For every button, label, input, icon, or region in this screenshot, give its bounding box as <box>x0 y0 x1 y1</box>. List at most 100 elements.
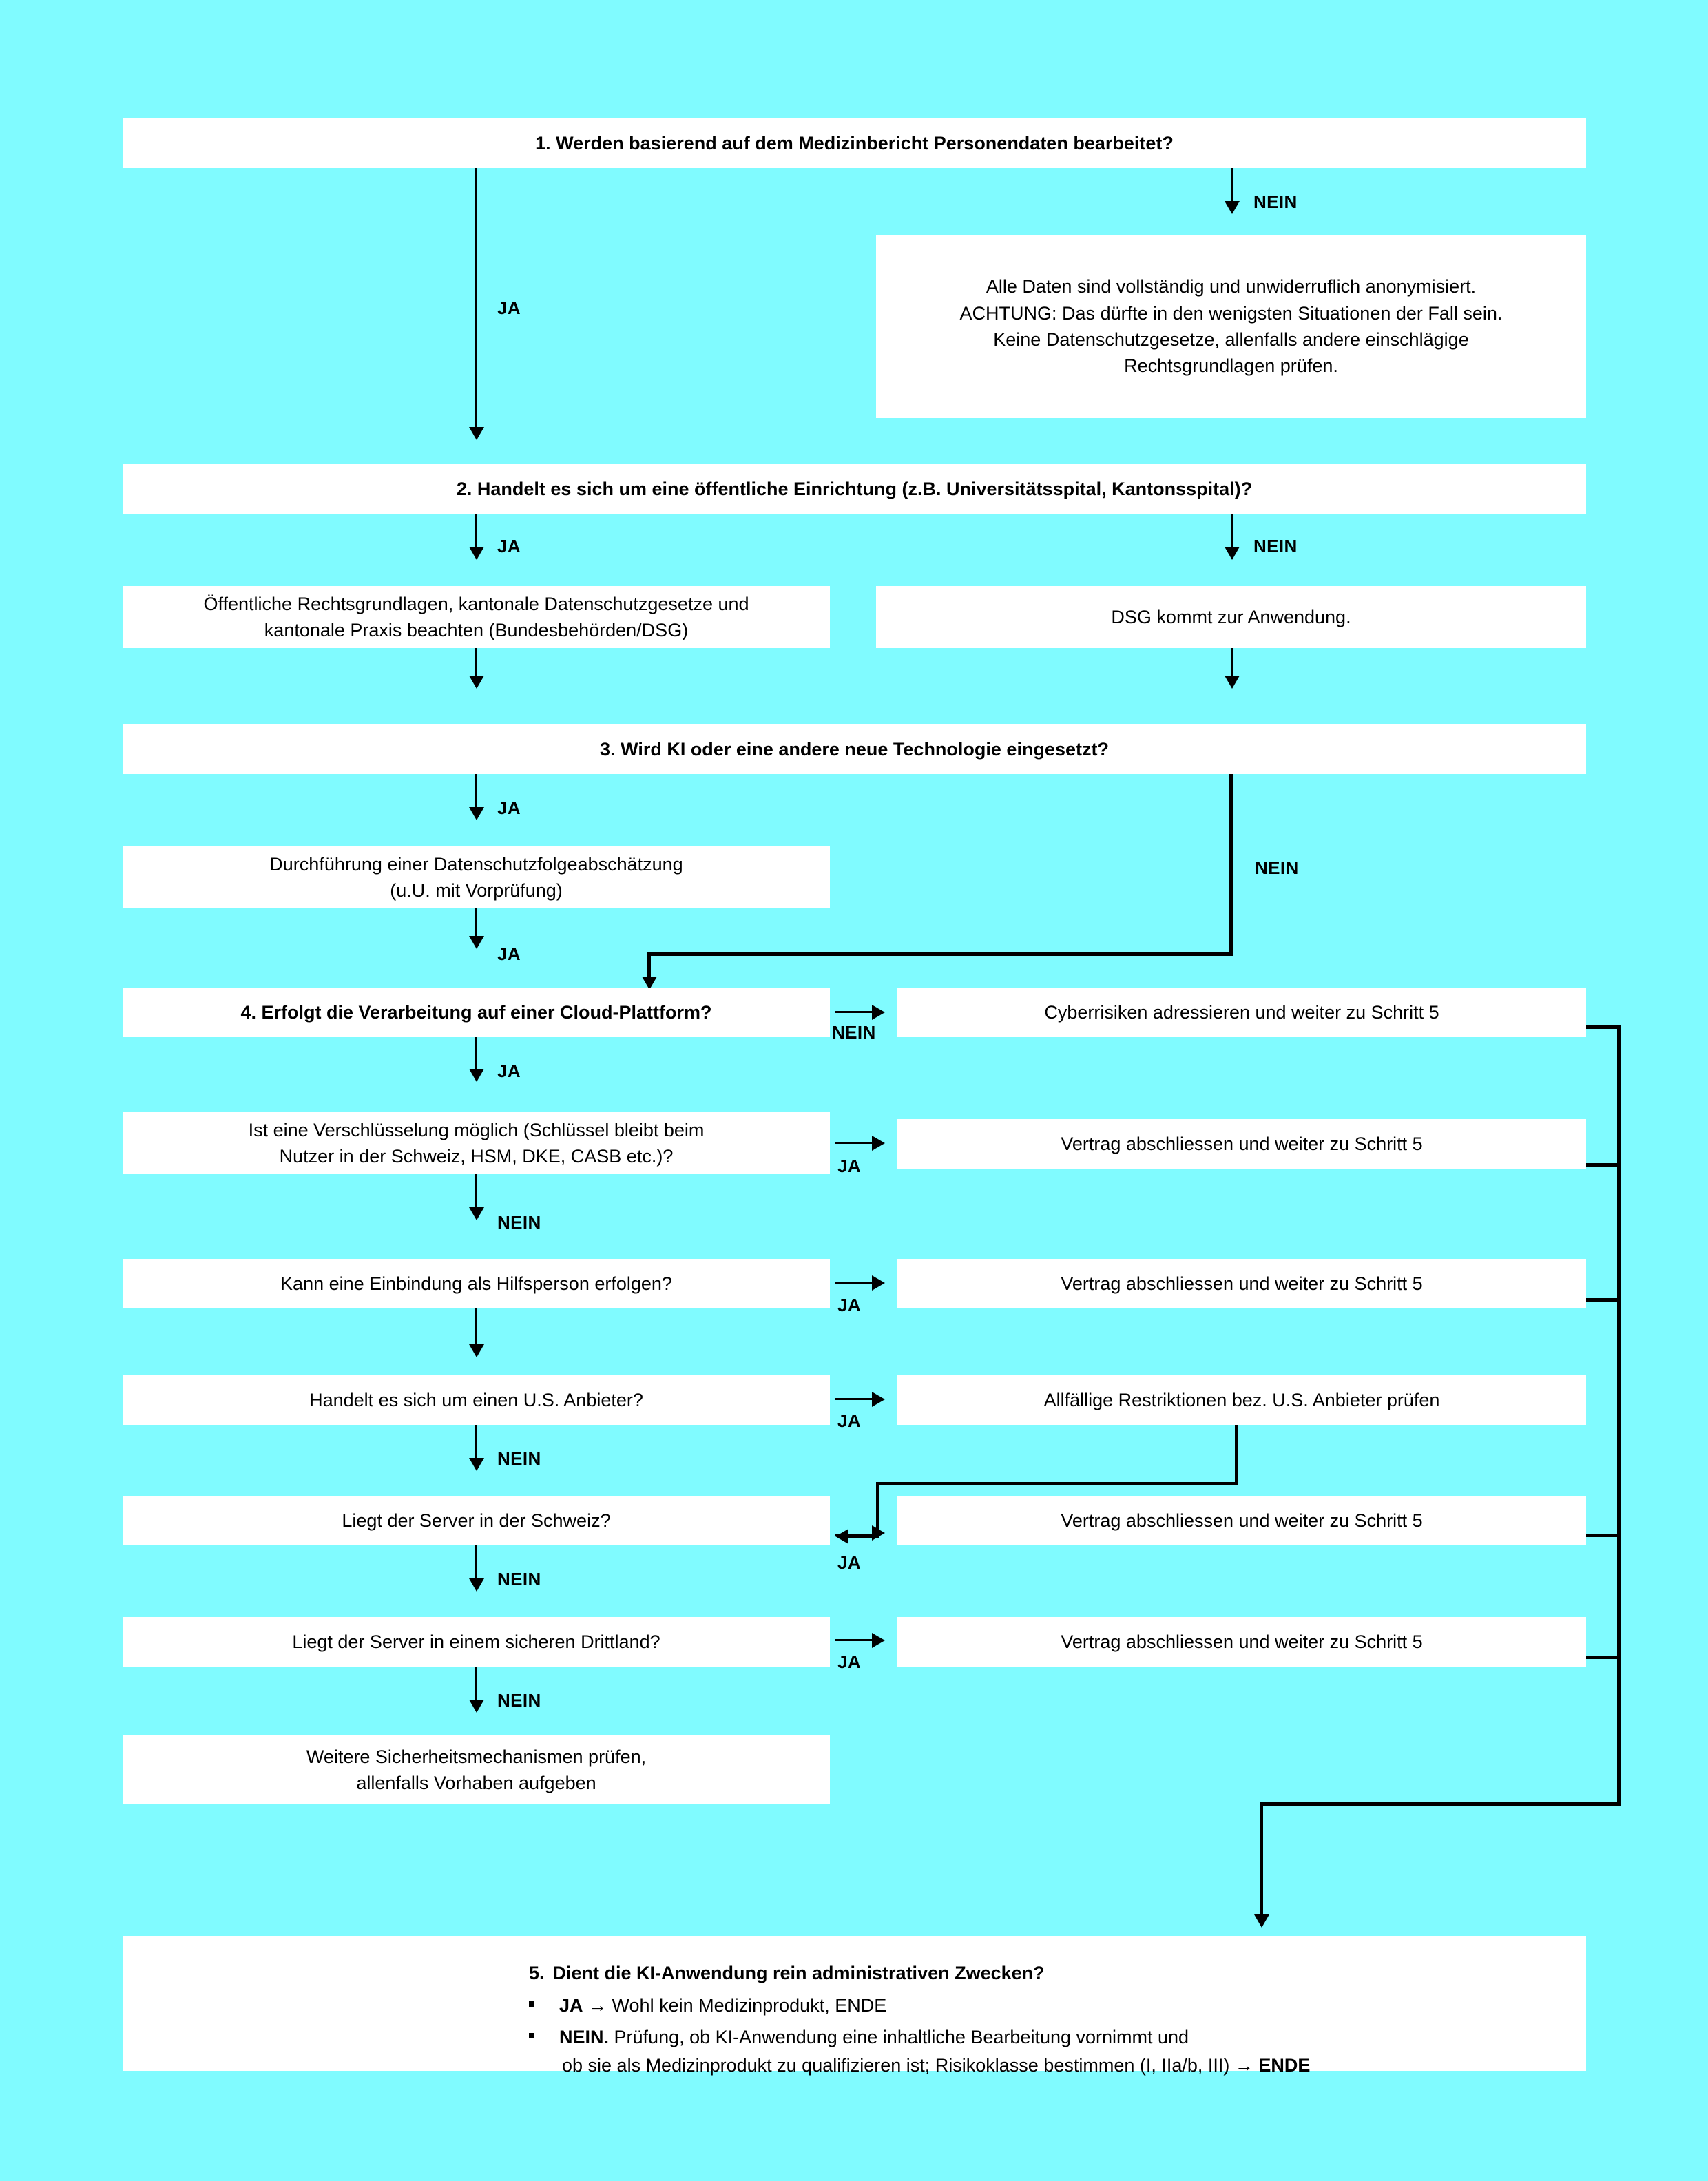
edge-ch-no-arrow <box>469 1578 484 1592</box>
node-question-hilfsperson: Kann eine Einbindung als Hilfsperson erf… <box>123 1259 830 1308</box>
edge-us-loop-down <box>1235 1425 1238 1483</box>
rail-to-step5-arrow <box>1254 1914 1269 1928</box>
rail-stub-dritt <box>1586 1656 1621 1659</box>
edge-q1-yes-arrow <box>469 427 484 440</box>
node-question-us-anbieter: Handelt es sich um einen U.S. Anbieter? <box>123 1375 830 1425</box>
edge-q1-yes-line <box>475 168 477 430</box>
edge-us-loop-arrow <box>835 1529 848 1544</box>
encryption-line-2: Nutzer in der Schweiz, HSM, DKE, CASB et… <box>279 1146 674 1167</box>
edge-label-dritt-no: NEIN <box>497 1690 541 1711</box>
edge-enc-no-line <box>475 1174 477 1210</box>
q1-no-result-line-3: Keine Datenschutzgesetze, allenfalls and… <box>993 329 1469 350</box>
weitere-line-1: Weitere Sicherheitsmechanismen prüfen, <box>306 1746 647 1767</box>
edge-q2yes-to-q3-line <box>475 648 477 678</box>
edge-dritt-no-arrow <box>469 1700 484 1713</box>
edge-label-q1-no: NEIN <box>1253 191 1298 212</box>
ch-yes-result-text: Vertrag abschliessen und weiter zu Schri… <box>1061 1510 1423 1531</box>
step5-title: Dient die KI-Anwendung rein administrati… <box>552 1963 1045 1983</box>
server-drittland-text: Liegt der Server in einem sicheren Dritt… <box>292 1631 660 1652</box>
edge-q2-no-line <box>1231 514 1233 550</box>
edge-us-no-arrow <box>469 1458 484 1471</box>
edge-dsfa-yes-arrow <box>469 936 484 949</box>
us-yes-result-text: Allfällige Restriktionen bez. U.S. Anbie… <box>1043 1389 1440 1410</box>
edge-label-q3-no: NEIN <box>1255 857 1299 878</box>
edge-label-q4-yes: JA <box>497 1061 521 1081</box>
edge-q3-no-vline <box>1229 774 1233 956</box>
weitere-line-2: allenfalls Vorhaben aufgeben <box>356 1773 596 1793</box>
node-question-2: 2. Handelt es sich um eine öffentliche E… <box>123 464 1586 514</box>
q2-yes-result-line-2: kantonale Praxis beachten (Bundesbehörde… <box>264 620 689 640</box>
edge-q3-no-arrow <box>642 977 657 990</box>
dritt-yes-result-text: Vertrag abschliessen und weiter zu Schri… <box>1061 1631 1423 1652</box>
rail-stub-q4no <box>1586 1025 1621 1029</box>
step5-nein-arrow-icon: → <box>1234 2054 1253 2076</box>
node-step-5: 5. Dient die KI-Anwendung rein administra… <box>123 1936 1586 2076</box>
edge-hilf-no-line <box>475 1308 477 1347</box>
node-question-server-schweiz: Liegt der Server in der Schweiz? <box>123 1496 830 1545</box>
node-enc-yes-result: Vertrag abschliessen und weiter zu Schri… <box>897 1119 1586 1169</box>
edge-us-loop-into <box>847 1535 879 1538</box>
edge-q2no-to-q3-line <box>1231 648 1233 678</box>
edge-q3-no-hline <box>647 952 1233 956</box>
step5-nein-text: Prüfung, ob KI-Anwendung eine inhaltlich… <box>614 2027 1189 2047</box>
q3-yes-result-line-1: Durchführung einer Datenschutzfolgeabsch… <box>269 853 683 875</box>
node-q3-yes-result: Durchführung einer Datenschutzfolgeabsch… <box>123 846 830 908</box>
q4-no-result-text: Cyberrisiken adressieren und weiter zu S… <box>1044 1001 1439 1023</box>
enc-yes-result-text: Vertrag abschliessen und weiter zu Schri… <box>1061 1133 1423 1154</box>
hilf-yes-result-text: Vertrag abschliessen und weiter zu Schri… <box>1061 1273 1423 1294</box>
edge-label-q3-yes: JA <box>497 797 521 818</box>
edge-hilf-yes-arrow <box>872 1275 885 1291</box>
rail-to-step5-horizontal <box>1260 1802 1621 1806</box>
node-weitere-sicherheitsmechanismen: Weitere Sicherheitsmechanismen prüfen, a… <box>123 1735 830 1804</box>
question-3-text: 3. Wird KI oder eine andere neue Technol… <box>600 738 1109 760</box>
step5-ja-text: Wohl kein Medizinprodukt, ENDE <box>612 1994 887 2016</box>
step5-title-row: 5. Dient die KI-Anwendung rein administra… <box>529 1959 1493 1987</box>
rail-vertical <box>1617 1025 1621 1806</box>
edge-q2-yes-arrow <box>469 547 484 560</box>
edge-q4-no-line <box>835 1011 876 1013</box>
edge-q1-no-line <box>1231 168 1233 204</box>
edge-label-us-no: NEIN <box>497 1448 541 1469</box>
question-1-text: 1. Werden basierend auf dem Medizinberic… <box>535 132 1174 154</box>
edge-us-loop-left <box>876 1482 1238 1485</box>
rail-stub-hilf <box>1586 1298 1621 1302</box>
edge-q3-yes-arrow <box>469 807 484 820</box>
edge-label-us-yes: JA <box>837 1410 862 1431</box>
step5-nein-text-2: ob sie als Medizinprodukt zu qualifizier… <box>562 2054 1230 2076</box>
edge-q1-no-arrow <box>1225 201 1240 214</box>
edge-dritt-yes-line <box>835 1639 876 1641</box>
edge-enc-yes-line <box>835 1142 876 1144</box>
step5-number: 5. <box>529 1963 545 1983</box>
q1-no-result-line-1: Alle Daten sind vollständig und unwiderr… <box>986 276 1477 298</box>
step5-nein-key: NEIN. <box>559 2027 610 2047</box>
edge-label-ch-yes: JA <box>837 1552 862 1573</box>
q2-yes-result-line-1: Öffentliche Rechtsgrundlagen, kantonale … <box>203 593 749 614</box>
node-us-yes-result: Allfällige Restriktionen bez. U.S. Anbie… <box>897 1375 1586 1425</box>
edge-label-hilf-yes: JA <box>837 1295 862 1315</box>
rail-stub-enc <box>1586 1163 1621 1167</box>
step5-nein-end: ENDE <box>1258 2054 1311 2076</box>
step5-ja-arrow-icon: → <box>588 1994 607 2016</box>
edge-q2yes-to-q3-arrow <box>469 676 484 689</box>
edge-label-ch-no: NEIN <box>497 1569 541 1589</box>
node-q2-no-result: DSG kommt zur Anwendung. <box>876 586 1586 648</box>
node-ch-yes-result: Vertrag abschliessen und weiter zu Schri… <box>897 1496 1586 1545</box>
edge-q4-yes-arrow <box>469 1069 484 1082</box>
edge-ch-yes-arrow <box>872 1525 885 1541</box>
q1-no-result-line-4: Rechtsgrundlagen prüfen. <box>1124 355 1338 377</box>
node-hilf-yes-result: Vertrag abschliessen und weiter zu Schri… <box>897 1259 1586 1308</box>
edge-q2-no-arrow <box>1225 547 1240 560</box>
rail-to-step5-drop <box>1260 1802 1263 1919</box>
hilfsperson-text: Kann eine Einbindung als Hilfsperson erf… <box>280 1273 672 1294</box>
question-4-text: 4. Erfolgt die Verarbeitung auf einer Cl… <box>240 1001 712 1023</box>
node-dritt-yes-result: Vertrag abschliessen und weiter zu Schri… <box>897 1617 1586 1667</box>
encryption-line-1: Ist eine Verschlüsselung möglich (Schlüs… <box>248 1119 705 1140</box>
edge-hilf-yes-line <box>835 1282 876 1284</box>
edge-label-enc-no: NEIN <box>497 1212 541 1233</box>
node-q2-yes-result: Öffentliche Rechtsgrundlagen, kantonale … <box>123 586 830 648</box>
edge-label-q2-yes: JA <box>497 536 521 556</box>
edge-label-enc-yes: JA <box>837 1156 862 1176</box>
edge-q3-no-drop <box>647 952 651 980</box>
edge-q2no-to-q3-arrow <box>1225 676 1240 689</box>
